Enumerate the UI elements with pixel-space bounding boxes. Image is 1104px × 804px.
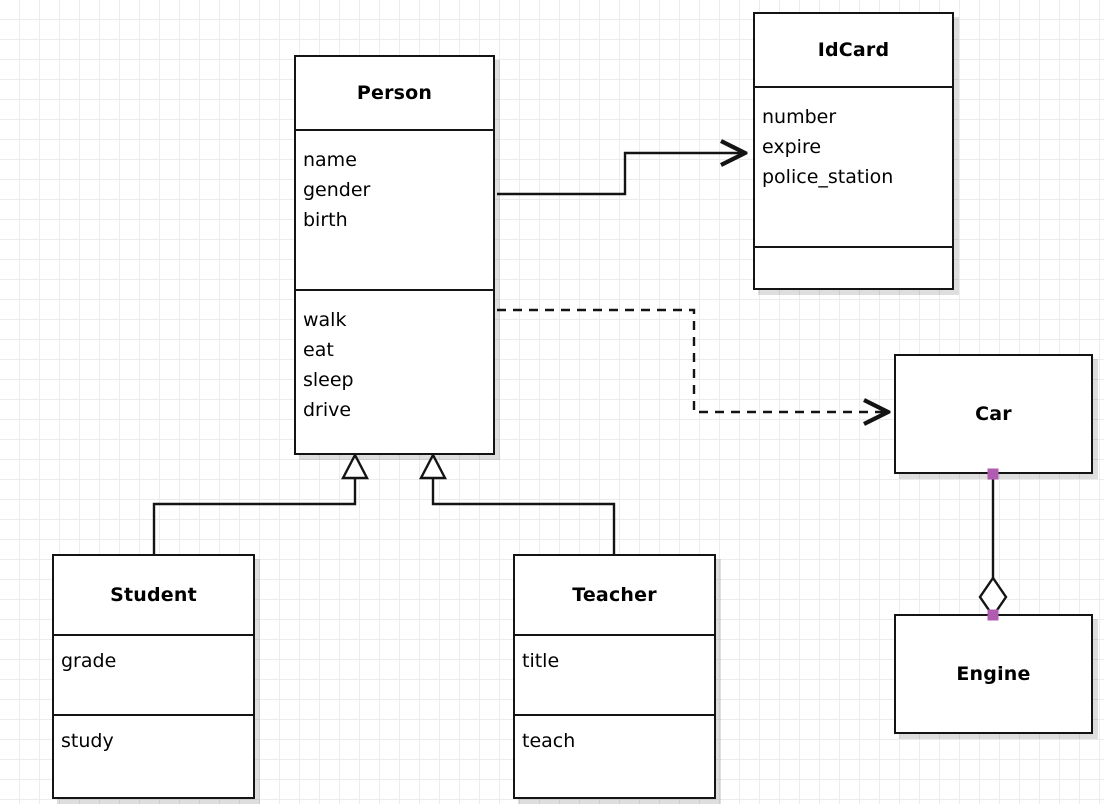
class-idcard-title: IdCard bbox=[817, 39, 890, 61]
attribute-item: expire bbox=[762, 136, 822, 158]
edge-person-car[interactable] bbox=[497, 308, 888, 412]
attribute-item: title bbox=[522, 650, 560, 672]
class-student[interactable]: Student grade study bbox=[52, 554, 255, 799]
class-student-attributes: grade bbox=[54, 634, 253, 714]
operation-item: drive bbox=[303, 399, 352, 421]
class-teacher-operations: teach bbox=[515, 714, 714, 798]
class-engine-title: Engine bbox=[956, 663, 1031, 685]
class-person-title: Person bbox=[356, 82, 433, 104]
edge-car-engine[interactable] bbox=[978, 474, 1008, 619]
attribute-item: birth bbox=[303, 209, 348, 231]
edge-student-person[interactable] bbox=[152, 452, 369, 554]
class-student-operations: study bbox=[54, 714, 253, 798]
class-car[interactable]: Car bbox=[894, 354, 1093, 474]
operation-item: eat bbox=[303, 339, 334, 361]
class-engine[interactable]: Engine bbox=[894, 614, 1093, 734]
class-teacher[interactable]: Teacher title teach bbox=[513, 554, 716, 799]
attribute-item: grade bbox=[61, 650, 117, 672]
operation-item: study bbox=[61, 730, 114, 752]
class-idcard-operations bbox=[755, 246, 952, 287]
class-car-title: Car bbox=[975, 403, 1012, 425]
class-idcard-attributes: number expire police_station bbox=[755, 86, 952, 246]
edge-teacher-person[interactable] bbox=[419, 452, 616, 554]
class-teacher-attributes: title bbox=[515, 634, 714, 714]
class-person-operations: walk eat sleep drive bbox=[296, 289, 493, 452]
class-idcard[interactable]: IdCard number expire police_station bbox=[753, 12, 954, 290]
operation-item: walk bbox=[303, 309, 347, 331]
operation-item: sleep bbox=[303, 369, 354, 391]
edge-person-idcard[interactable] bbox=[497, 153, 745, 196]
class-teacher-title: Teacher bbox=[572, 584, 657, 606]
operation-item: teach bbox=[522, 730, 576, 752]
attribute-item: name bbox=[303, 149, 357, 171]
attribute-item: police_station bbox=[762, 166, 894, 188]
attribute-item: gender bbox=[303, 179, 371, 201]
class-person[interactable]: Person name gender birth walk eat sleep … bbox=[294, 55, 495, 455]
class-person-attributes: name gender birth bbox=[296, 129, 493, 289]
connection-handle-car[interactable] bbox=[987, 468, 999, 480]
attribute-item: number bbox=[762, 106, 837, 128]
class-student-title: Student bbox=[110, 584, 197, 606]
connection-handle-engine[interactable] bbox=[987, 609, 999, 621]
